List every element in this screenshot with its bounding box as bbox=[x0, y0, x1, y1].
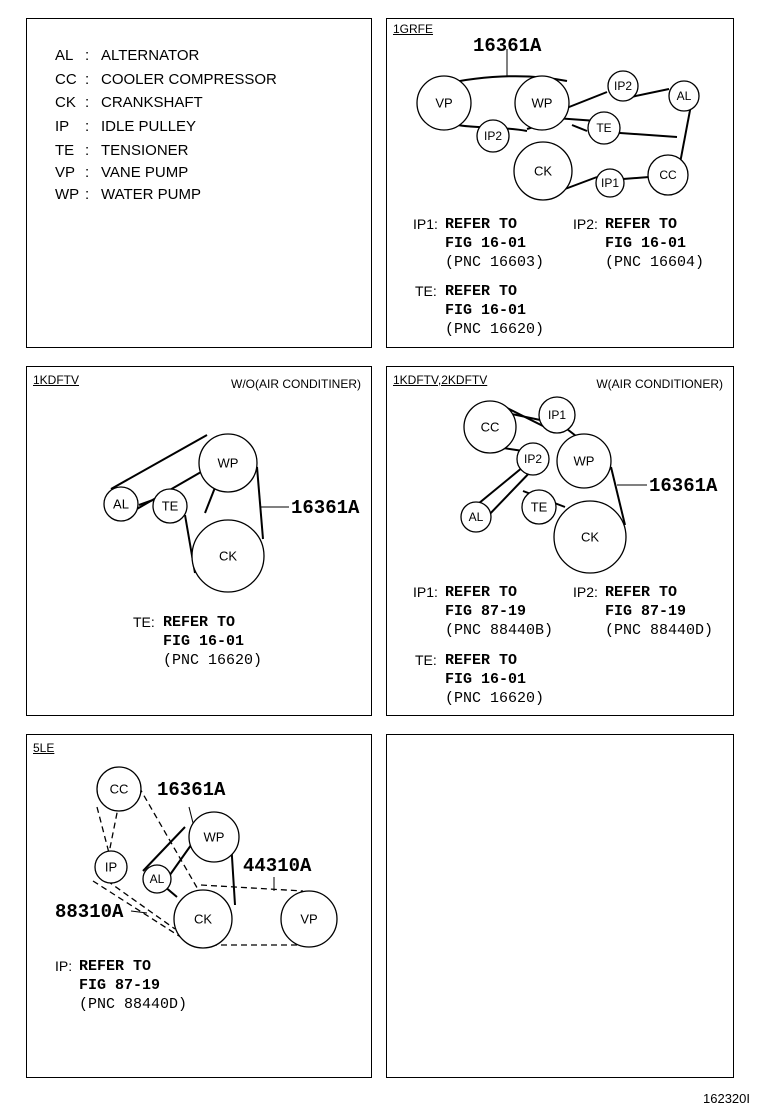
pulley-label: IP1 bbox=[548, 408, 566, 422]
pulley-wp bbox=[198, 433, 258, 493]
legend-row: IP:IDLE PULLEY bbox=[55, 118, 197, 135]
pulley-label: AL bbox=[469, 510, 484, 524]
panel-5le: CC IP AL WP CK VP 5LE 16361A 44310A 8831… bbox=[26, 734, 372, 1078]
pulley-ip bbox=[94, 850, 128, 884]
part-number: 16361A bbox=[649, 475, 718, 497]
pulley-label: CC bbox=[481, 419, 500, 434]
pulley-label: IP1 bbox=[601, 176, 619, 190]
pulley-label: AL bbox=[150, 872, 165, 886]
condition-label: W/O(AIR CONDITINER) bbox=[231, 377, 361, 391]
pulley-label: TE bbox=[162, 498, 179, 513]
engine-tag: 1KDFTV bbox=[33, 373, 80, 387]
pulley-label: CC bbox=[110, 781, 129, 796]
belt-diagram-1grfe: VP WP IP2 IP2 AL TE CK IP1 CC bbox=[416, 49, 700, 201]
pulley-ck bbox=[173, 889, 233, 949]
pulley-cc bbox=[463, 400, 517, 454]
part-number: 16361A bbox=[291, 497, 360, 519]
pulley-label: CK bbox=[194, 911, 212, 926]
pulley-ck bbox=[553, 500, 627, 574]
pulley-te bbox=[152, 488, 188, 524]
pulley-label: IP bbox=[105, 859, 117, 874]
note-ip2: IP2: REFER TO FIG 87-19 (PNC 88440D) bbox=[573, 584, 714, 639]
pulley-ip2 bbox=[516, 442, 550, 476]
pulley-ip1 bbox=[538, 396, 576, 434]
pulley-al bbox=[668, 80, 700, 112]
note-te: TE: REFER TO FIG 16-01 (PNC 16620) bbox=[133, 614, 263, 669]
note-ip: IP: REFER TO FIG 87-19 (PNC 88440D) bbox=[55, 958, 188, 1013]
note-ip2: IP2: REFER TO FIG 16-01 (PNC 16604) bbox=[573, 216, 705, 271]
engine-tag: 5LE bbox=[33, 741, 55, 755]
pulley-label: CK bbox=[534, 163, 552, 178]
pulley-label: IP2 bbox=[614, 79, 632, 93]
panel-1kdftv-wo-ac: AL TE WP CK 1KDFTV W/O(AIR CONDITINER) 1… bbox=[26, 366, 372, 716]
pulley-label: TE bbox=[531, 499, 548, 514]
note-te: TE: REFER TO FIG 16-01 (PNC 16620) bbox=[415, 652, 545, 707]
pulley-label: CK bbox=[581, 529, 599, 544]
panel-empty bbox=[386, 734, 734, 1078]
pulley-te bbox=[587, 111, 621, 145]
figure-number: 162320I bbox=[703, 1091, 750, 1106]
condition-label: W(AIR CONDITIONER) bbox=[596, 377, 723, 391]
pulley-label: WP bbox=[204, 829, 225, 844]
engine-tag: 1KDFTV,2KDFTV bbox=[393, 373, 488, 387]
pulley-al bbox=[460, 501, 492, 533]
panel-1kdftv-2kdftv-w-ac: CC IP1 IP2 WP AL TE CK 1KDFTV,2KDFTV W(A… bbox=[386, 366, 734, 716]
legend-row: VP:VANE PUMP bbox=[55, 164, 189, 181]
legend-row: WP:WATER PUMP bbox=[55, 186, 201, 203]
legend-row: CK:CRANKSHAFT bbox=[55, 94, 203, 111]
pulley-wp bbox=[556, 433, 612, 489]
legend-panel: AL:ALTERNATOR CC:COOLER COMPRESSOR CK:CR… bbox=[26, 18, 372, 348]
pulley-al bbox=[103, 486, 139, 522]
pulley-label: CK bbox=[219, 548, 237, 563]
belt-diagram-5le: CC IP AL WP CK VP bbox=[92, 766, 338, 949]
pulley-vp bbox=[280, 890, 338, 948]
pulley-label: AL bbox=[113, 496, 129, 511]
note-ip1: IP1: REFER TO FIG 87-19 (PNC 88440B) bbox=[413, 584, 554, 639]
pulley-vp bbox=[416, 75, 472, 131]
note-te: TE: REFER TO FIG 16-01 (PNC 16620) bbox=[415, 283, 545, 338]
belt-diagram-1kdftv: AL TE WP CK bbox=[103, 433, 289, 593]
legend-row: CC:COOLER COMPRESSOR bbox=[55, 71, 277, 88]
pulley-label: TE bbox=[596, 121, 611, 135]
pulley-label: IP2 bbox=[484, 129, 502, 143]
pulley-label: CC bbox=[659, 168, 677, 182]
pulley-label: WP bbox=[218, 455, 239, 470]
pulley-wp bbox=[514, 75, 570, 131]
pulley-al bbox=[142, 864, 172, 894]
pulley-label: WP bbox=[574, 453, 595, 468]
pulley-cc bbox=[647, 154, 689, 196]
pulley-ip2-lower bbox=[476, 119, 510, 153]
pulley-te bbox=[521, 489, 557, 525]
note-ip1: IP1: REFER TO FIG 16-01 (PNC 16603) bbox=[413, 216, 545, 271]
part-number: 44310A bbox=[243, 855, 312, 877]
pulley-label: VP bbox=[435, 95, 452, 110]
engine-tag: 1GRFE bbox=[393, 22, 434, 36]
pulley-ck bbox=[513, 141, 573, 201]
pulley-ck bbox=[191, 519, 265, 593]
pulley-label: WP bbox=[532, 95, 553, 110]
part-number: 16361A bbox=[473, 35, 542, 57]
legend-row: TE:TENSIONER bbox=[55, 142, 189, 159]
pulley-wp bbox=[188, 811, 240, 863]
pulley-ip1 bbox=[595, 168, 625, 198]
part-number: 16361A bbox=[157, 779, 226, 801]
legend-row: AL:ALTERNATOR bbox=[55, 47, 200, 64]
panel-1grfe: VP WP IP2 IP2 AL TE CK IP1 CC 1GRFE 1636… bbox=[386, 18, 734, 348]
pulley-cc bbox=[96, 766, 142, 812]
pulley-ip2-upper bbox=[607, 70, 639, 102]
pulley-label: IP2 bbox=[524, 452, 542, 466]
part-number: 88310A bbox=[55, 901, 124, 923]
belt-diagram-2kdftv: CC IP1 IP2 WP AL TE CK bbox=[460, 396, 647, 574]
pulley-label: AL bbox=[677, 89, 692, 103]
pulley-label: VP bbox=[300, 911, 317, 926]
